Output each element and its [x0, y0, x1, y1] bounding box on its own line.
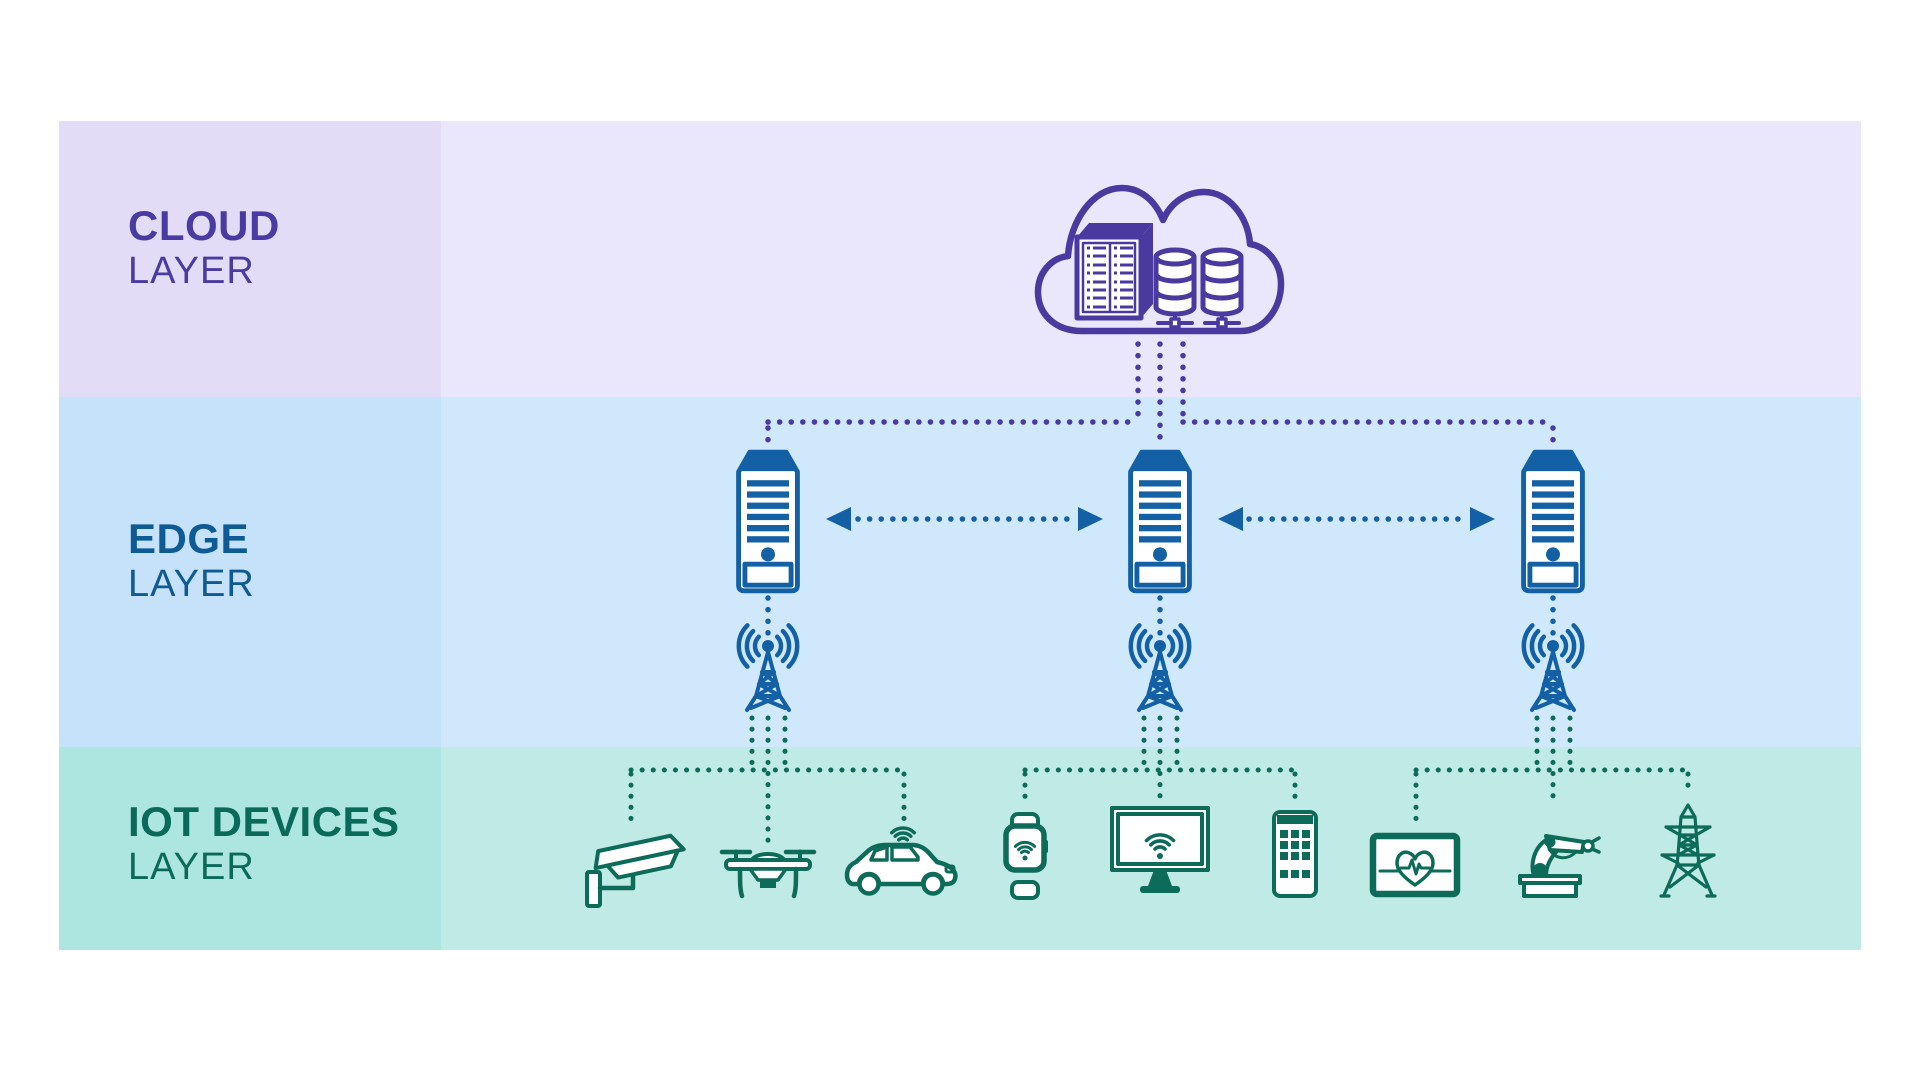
cloud-layer-title: CLOUD: [128, 202, 280, 249]
iot-layer-title: IOT DEVICES: [128, 798, 400, 845]
connected-car-icon: [844, 826, 958, 896]
cctv-camera-icon: [585, 833, 686, 908]
cell-tower-icon: [1128, 623, 1192, 712]
cloud-layer-band: [59, 121, 1861, 397]
iot-layer-subtitle: LAYER: [128, 846, 255, 888]
edge-label-column: [59, 397, 441, 747]
iot-layer-label: IOT DEVICES LAYER: [128, 799, 400, 889]
edge-server-icon: [1521, 449, 1585, 594]
edge-server-icon: [736, 449, 800, 594]
smartwatch-icon: [1003, 812, 1048, 900]
edge-interconnect-arrows: [826, 507, 1495, 531]
cell-tower-icon: [1521, 623, 1585, 712]
power-pylon-icon: [1659, 803, 1717, 898]
edge-layer-subtitle: LAYER: [128, 563, 255, 605]
smart-monitor-icon: [1110, 806, 1210, 893]
cell-tower-icon: [736, 623, 800, 712]
iot-label-column: [59, 747, 441, 950]
health-monitor-icon: [1369, 832, 1461, 898]
edge-server-icon: [1128, 449, 1192, 594]
cloud-layer-label: CLOUD LAYER: [128, 203, 280, 293]
robot-arm-icon: [1518, 834, 1601, 898]
cloud-datacenter-icon: [1034, 184, 1285, 335]
iot-layer-band: [59, 747, 1861, 950]
drone-icon: [719, 849, 817, 899]
smartphone-icon: [1272, 810, 1318, 898]
cloud-label-column: [59, 121, 441, 397]
cloud-layer-subtitle: LAYER: [128, 250, 255, 292]
edge-layer-title: EDGE: [128, 515, 250, 562]
edge-layer-label: EDGE LAYER: [128, 516, 255, 606]
